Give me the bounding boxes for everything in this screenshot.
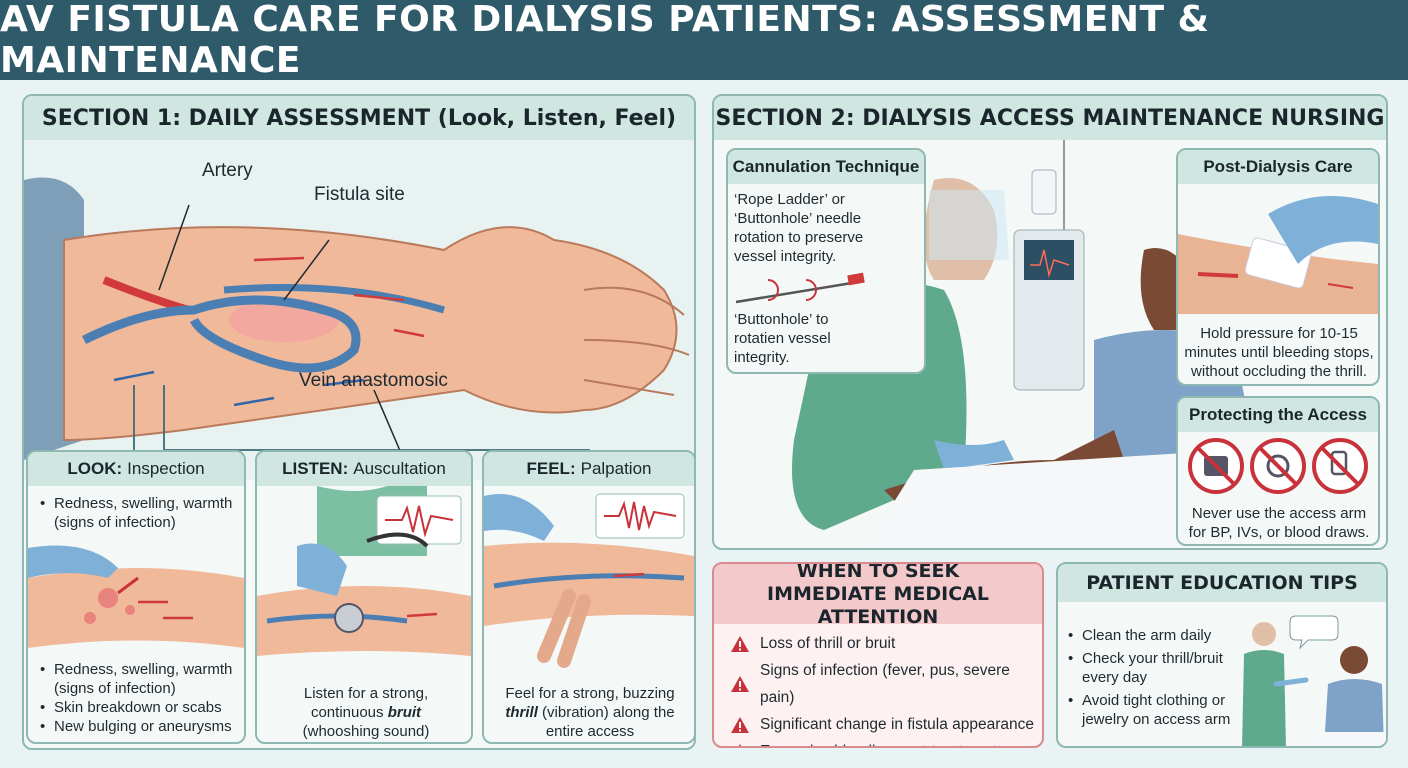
gloved-hand [297,543,347,596]
page-title: AV FISTULA CARE FOR DIALYSIS PATIENTS: A… [0,0,1210,81]
fingers-outline [583,286,690,396]
bed-sheet [1306,732,1386,746]
protecting-text: Never use the access arm for BP, IVs, or… [1188,505,1370,541]
stethoscope-icon [334,603,364,633]
speech-bubble-icon [1289,615,1339,650]
artery-pointer [158,204,190,291]
look-heading: LOOK:Inspection [28,452,244,486]
sound-wave [385,504,454,538]
nurse-scrubs [1242,650,1286,746]
look-card: LOOK:Inspection Redness, swelling, warmt… [26,450,246,744]
feel-heading: FEEL:Palpation [484,452,694,486]
cannulation-text-1: ‘Rope Ladder’ or ‘Buttonhole’ needle rot… [734,191,864,265]
needle-rotation-icon [735,272,865,304]
arm-shape [257,586,471,656]
look-bottom-list: Redness, swelling, warmth (signs of infe… [38,660,243,736]
list-item: Clean the arm daily [1066,626,1236,645]
forearm-fistula-illustration [24,140,694,480]
protecting-heading: Protecting the Access [1178,398,1378,432]
no-iv-icon [1312,438,1368,494]
listen-heading: LISTEN:Auscultation [257,452,471,486]
post-dialysis-card: Post-Dialysis Care Hold pressure for 10-… [1176,148,1380,386]
vein-pointer [373,389,405,461]
gloved-hand [1268,196,1378,264]
list-item: Signs of infection (fever, pus, severe p… [730,657,1040,711]
warning-icon [731,635,749,652]
list-item: Avoid tight clothing or jewelry on acces… [1066,691,1236,729]
arm-inspection-illustration [28,545,244,648]
list-item: New bulging or aneurysms [38,717,243,736]
seek-attention-heading: WHEN TO SEEK IMMEDIATE MEDICAL ATTENTION [714,564,1042,628]
no-watch-icon [1250,438,1306,494]
list-item: Excessive bleeding post-treatment [730,738,1040,746]
vein-anastomosic-label: Vein anastomosic [299,370,448,391]
warning-icon [731,676,749,692]
look-top-list: Redness, swelling, warmth (signs of infe… [38,494,243,532]
list-item: Redness, swelling, warmth (signs of infe… [38,660,243,698]
list-item: Loss of thrill or bruit [730,630,1040,657]
pointer-arrow [117,576,139,595]
feel-card: FEEL:Palpation Feel for a strong, buzzin… [482,450,694,744]
flow-arrows [138,600,193,620]
list-item: Skin breakdown or scabs [38,698,243,717]
nurse-head [1252,622,1276,646]
section-1-panel: SECTION 1: DAILY ASSESSMENT (Look, Liste… [22,94,696,750]
education-list: Clean the arm daily Check your thrill/br… [1066,626,1236,729]
patient-head [1340,646,1368,674]
patient-shirt [1324,679,1384,746]
pressure-gauze-illustration [1178,196,1378,314]
cannulation-heading: Cannulation Technique [728,150,924,184]
no-bp-cuff-icon [1188,438,1244,494]
vein-vessel [81,295,361,373]
iv-bag [1031,169,1057,215]
gloved-hand [484,494,554,541]
prohibition-icons [1188,438,1368,494]
title-bar: AV FISTULA CARE FOR DIALYSIS PATIENTS: A… [0,0,1408,81]
section-2-heading: SECTION 2: DIALYSIS ACCESS MAINTENANCE N… [714,96,1386,140]
section-2-panel: SECTION 2: DIALYSIS ACCESS MAINTENANCE N… [712,94,1388,550]
seek-attention-card: WHEN TO SEEK IMMEDIATE MEDICAL ATTENTION… [712,562,1044,748]
cannulation-text-2: ‘Buttonhole’ to rotatien vessel integrit… [734,311,831,366]
vibration-wave [604,500,677,531]
cannulation-card: Cannulation Technique ‘Rope Ladder’ or ‘… [726,148,926,374]
vibration-box [595,493,685,539]
warning-icon [738,743,742,746]
post-dialysis-text: Hold pressure for 10-15 minutes until bl… [1184,325,1374,380]
list-item: Redness, swelling, warmth (signs of infe… [38,494,243,532]
listen-card: LISTEN:Auscultation Listen for a strong,… [255,450,473,744]
list-item: Significant change in fistula appearance [730,711,1040,738]
listen-text: Listen for a strong, continuous bruit (w… [302,685,430,740]
section-1-heading: SECTION 1: DAILY ASSESSMENT (Look, Liste… [24,96,694,140]
gloved-hand [28,545,118,578]
education-heading: PATIENT EDUCATION TIPS [1058,564,1386,602]
fistula-pointer [283,239,330,301]
arm-shape [484,542,694,626]
artery-label: Artery [202,160,253,181]
auscultation-illustration [257,486,471,656]
feel-text: Feel for a strong, buzzing thrill (vibra… [505,685,675,740]
sound-wave-box [376,495,462,545]
nurse-patient-talking-illustration [1242,615,1386,746]
protecting-card: Protecting the Access Never use the acce… [1176,396,1380,546]
face-shield [929,190,1009,260]
seek-attention-list: Loss of thrill or bruit Signs of infecti… [730,630,1040,746]
education-card: PATIENT EDUCATION TIPS Clean the arm dai… [1056,562,1388,748]
gloved-hands [934,440,1014,470]
post-dialysis-heading: Post-Dialysis Care [1178,150,1378,184]
vein-vessel-upper [223,284,446,314]
flow-arrows-red [253,256,425,338]
list-item: Check your thrill/bruit every day [1066,649,1236,687]
warning-icon [731,716,749,733]
forearm-shape [63,226,678,442]
palpation-illustration [484,493,694,668]
fistula-site-label: Fistula site [314,184,405,205]
flow-arrows-blue [113,370,365,407]
fingers-shape [537,589,591,668]
